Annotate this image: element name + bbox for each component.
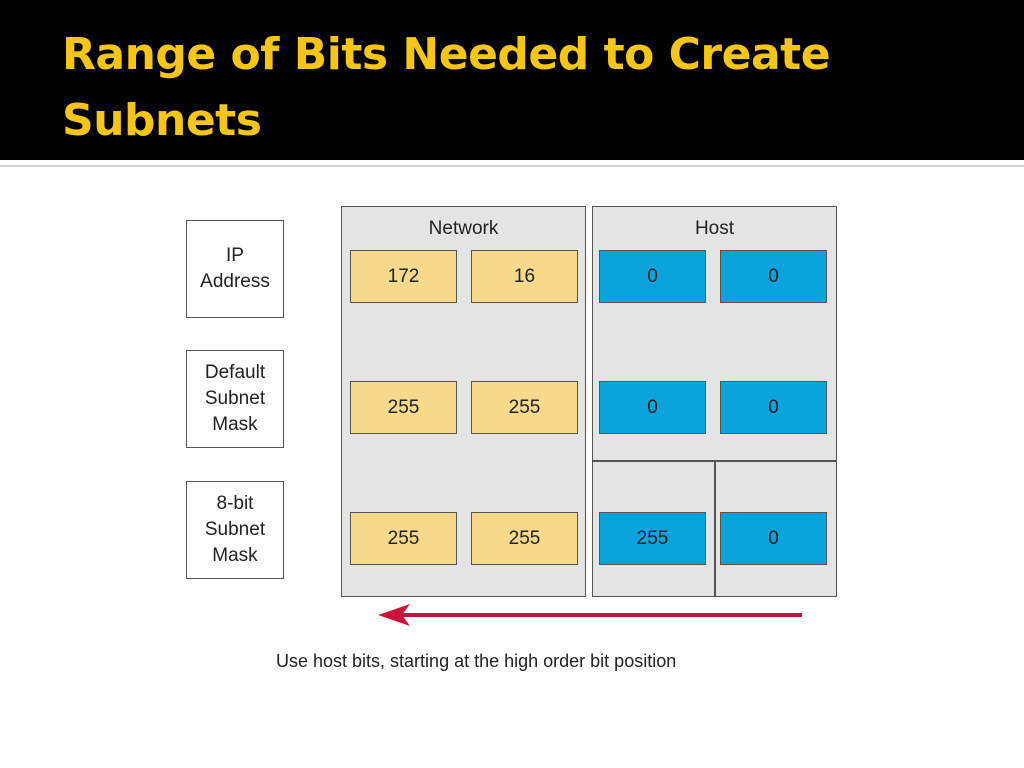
slide-header: Range of Bits Needed to Create Subnets	[0, 0, 1024, 160]
octet-cell: 255	[471, 381, 578, 434]
octet-cell: 0	[599, 250, 706, 303]
host-subnet-divider-vertical	[714, 460, 716, 597]
row-label-default-subnet-mask: Default Subnet Mask	[186, 350, 284, 448]
left-arrow-icon	[378, 604, 802, 626]
row-label-8bit-subnet-mask: 8-bit Subnet Mask	[186, 481, 284, 579]
octet-cell: 255	[350, 512, 457, 565]
octet-cell: 0	[599, 381, 706, 434]
network-panel-label: Network	[428, 218, 499, 239]
row-label-ip-address: IP Address	[186, 220, 284, 318]
octet-cell: 255	[350, 381, 457, 434]
octet-cell: 172	[350, 250, 457, 303]
octet-cell: 0	[720, 250, 827, 303]
header-divider	[0, 165, 1024, 167]
octet-cell: 16	[471, 250, 578, 303]
diagram-caption: Use host bits, starting at the high orde…	[276, 651, 677, 671]
octet-cell: 255	[599, 512, 706, 565]
octet-cell: 0	[720, 381, 827, 434]
slide-title: Range of Bits Needed to Create Subnets	[62, 29, 831, 146]
octet-cell: 255	[471, 512, 578, 565]
host-panel-label: Host	[694, 218, 735, 239]
octet-cell: 0	[720, 512, 827, 565]
